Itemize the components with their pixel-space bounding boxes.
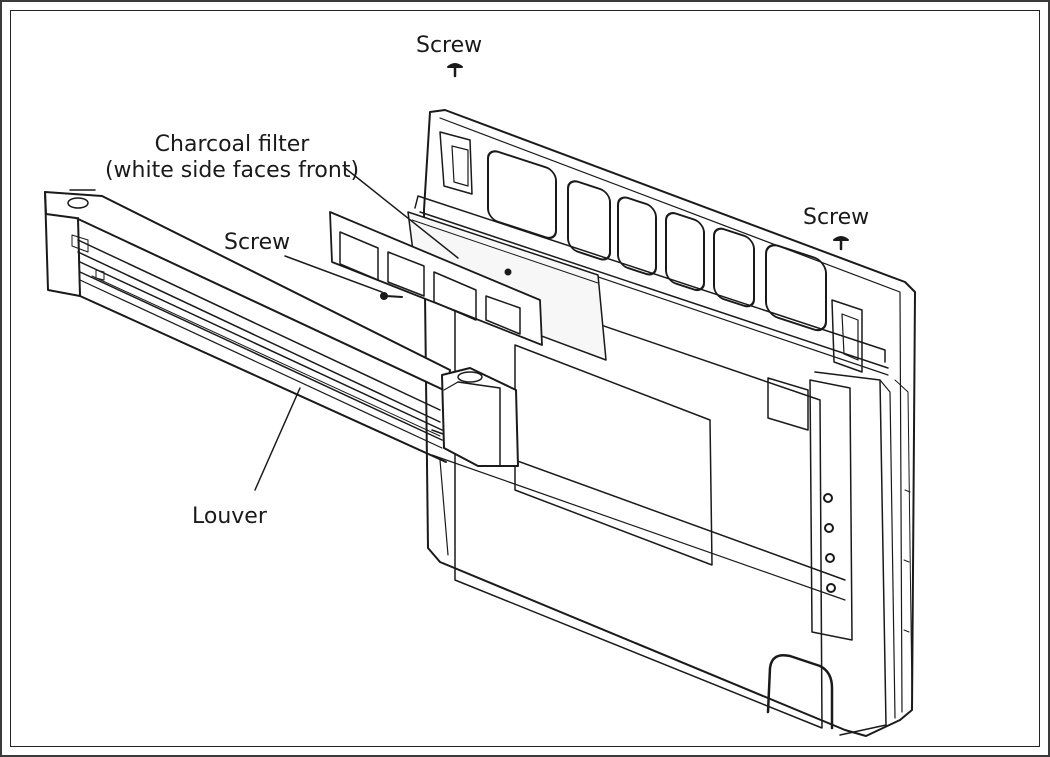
label-charcoal-line2: (white side faces front) bbox=[104, 158, 360, 183]
louver-part bbox=[44, 189, 519, 467]
screw-icon-right bbox=[833, 236, 849, 251]
label-louver: Louver bbox=[192, 504, 267, 529]
screw-icon-top bbox=[447, 63, 463, 78]
label-screw-top: Screw bbox=[416, 33, 483, 58]
leader-screw-left bbox=[284, 255, 383, 293]
label-charcoal-filter: Charcoal filter (white side faces front) bbox=[82, 132, 382, 184]
label-screw-left: Screw bbox=[224, 230, 291, 255]
filter-bracket bbox=[329, 211, 543, 346]
screw-icon-left bbox=[380, 292, 403, 300]
leader-charcoal bbox=[344, 167, 459, 259]
label-screw-right: Screw bbox=[803, 205, 870, 230]
label-charcoal-line1: Charcoal filter bbox=[154, 132, 310, 157]
leader-louver bbox=[254, 387, 301, 491]
